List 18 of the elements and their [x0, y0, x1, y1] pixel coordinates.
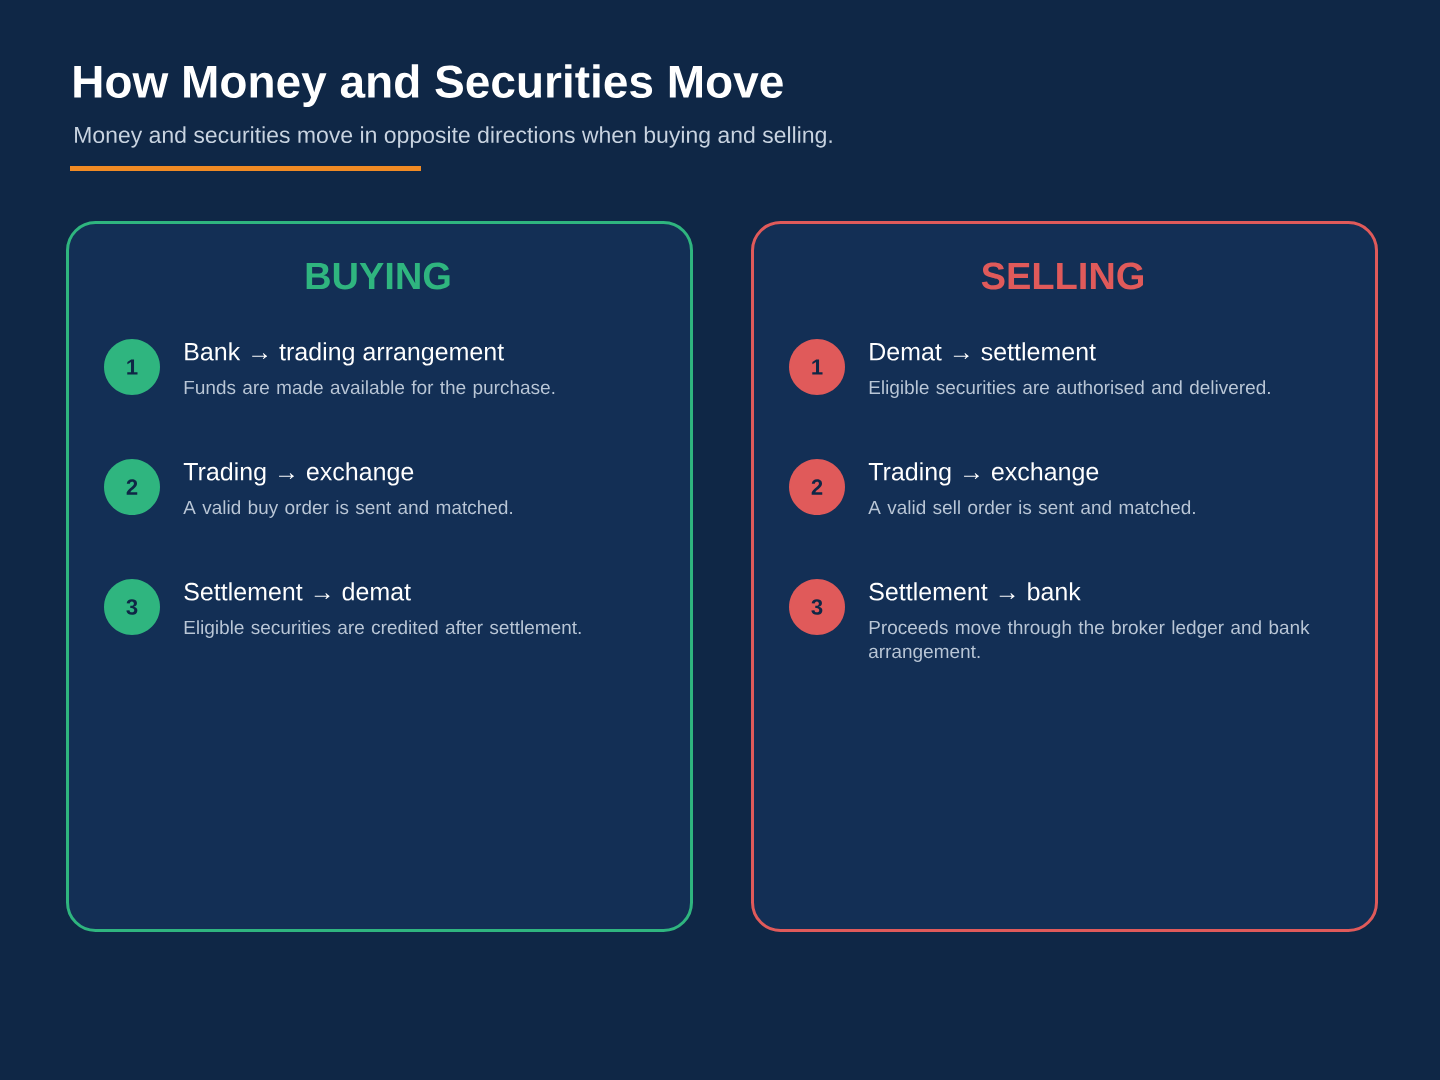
panel-heading: SELLING	[981, 262, 1143, 290]
step-description: A valid buy order is sent and matched.	[183, 500, 512, 518]
step-description: A valid sell order is sent and matched.	[868, 500, 1195, 515]
step-description: Eligible securities are credited after settlement.	[184, 620, 581, 638]
panel-heading: BUYING	[306, 262, 450, 290]
step-title: Bank → trading arrangement	[185, 342, 504, 366]
step-description: Funds are made available for the purchase.	[184, 380, 555, 398]
step-description: Proceeds move through the broker ledger and bank arrangement.	[869, 620, 1310, 662]
step-title: Trading → exchange	[868, 462, 1099, 486]
subtitle: Money and securities move in opposite directions when buying and selling.	[75, 126, 832, 148]
panel	[751, 221, 1378, 932]
step-title: Settlement → bank	[869, 582, 1081, 601]
step-description: Eligible securities are authorised and delivered.	[869, 380, 1270, 398]
step-title: Settlement → demat	[184, 582, 411, 601]
title: How Money and Securities Move	[74, 64, 783, 108]
step-title: Demat → settlement	[870, 342, 1096, 361]
step-title: Trading → exchange	[183, 462, 414, 486]
panel	[66, 221, 693, 932]
